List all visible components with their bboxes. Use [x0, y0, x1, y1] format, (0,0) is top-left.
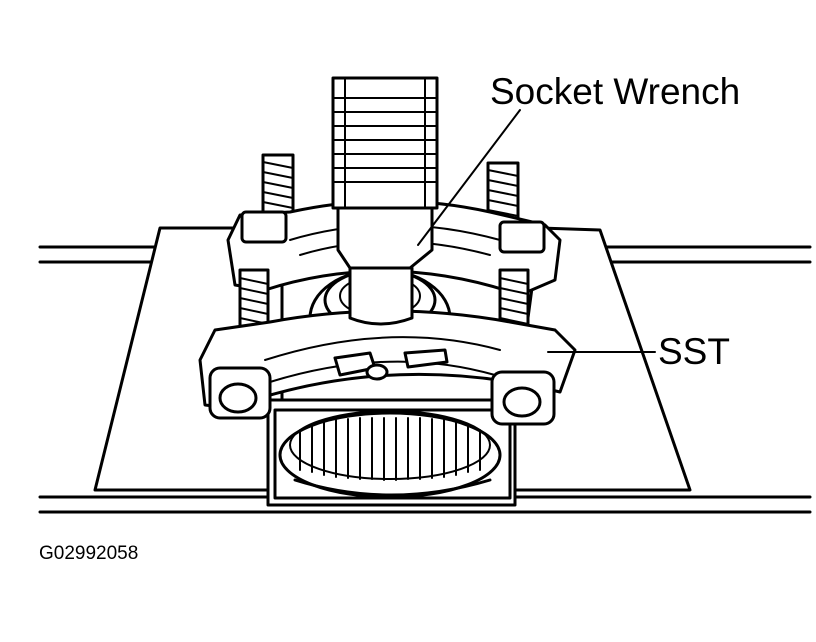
front-puller-bar: [198, 309, 577, 426]
socket-wrench-label: Socket Wrench: [490, 71, 740, 112]
sst-label: SST: [658, 331, 730, 372]
leader-lines: [417, 109, 656, 353]
figure-code: G02992058: [39, 543, 138, 564]
socket-wrench-tool: [331, 76, 439, 326]
socket-wrench-leader: [417, 109, 521, 246]
lower-gear: [278, 410, 502, 499]
